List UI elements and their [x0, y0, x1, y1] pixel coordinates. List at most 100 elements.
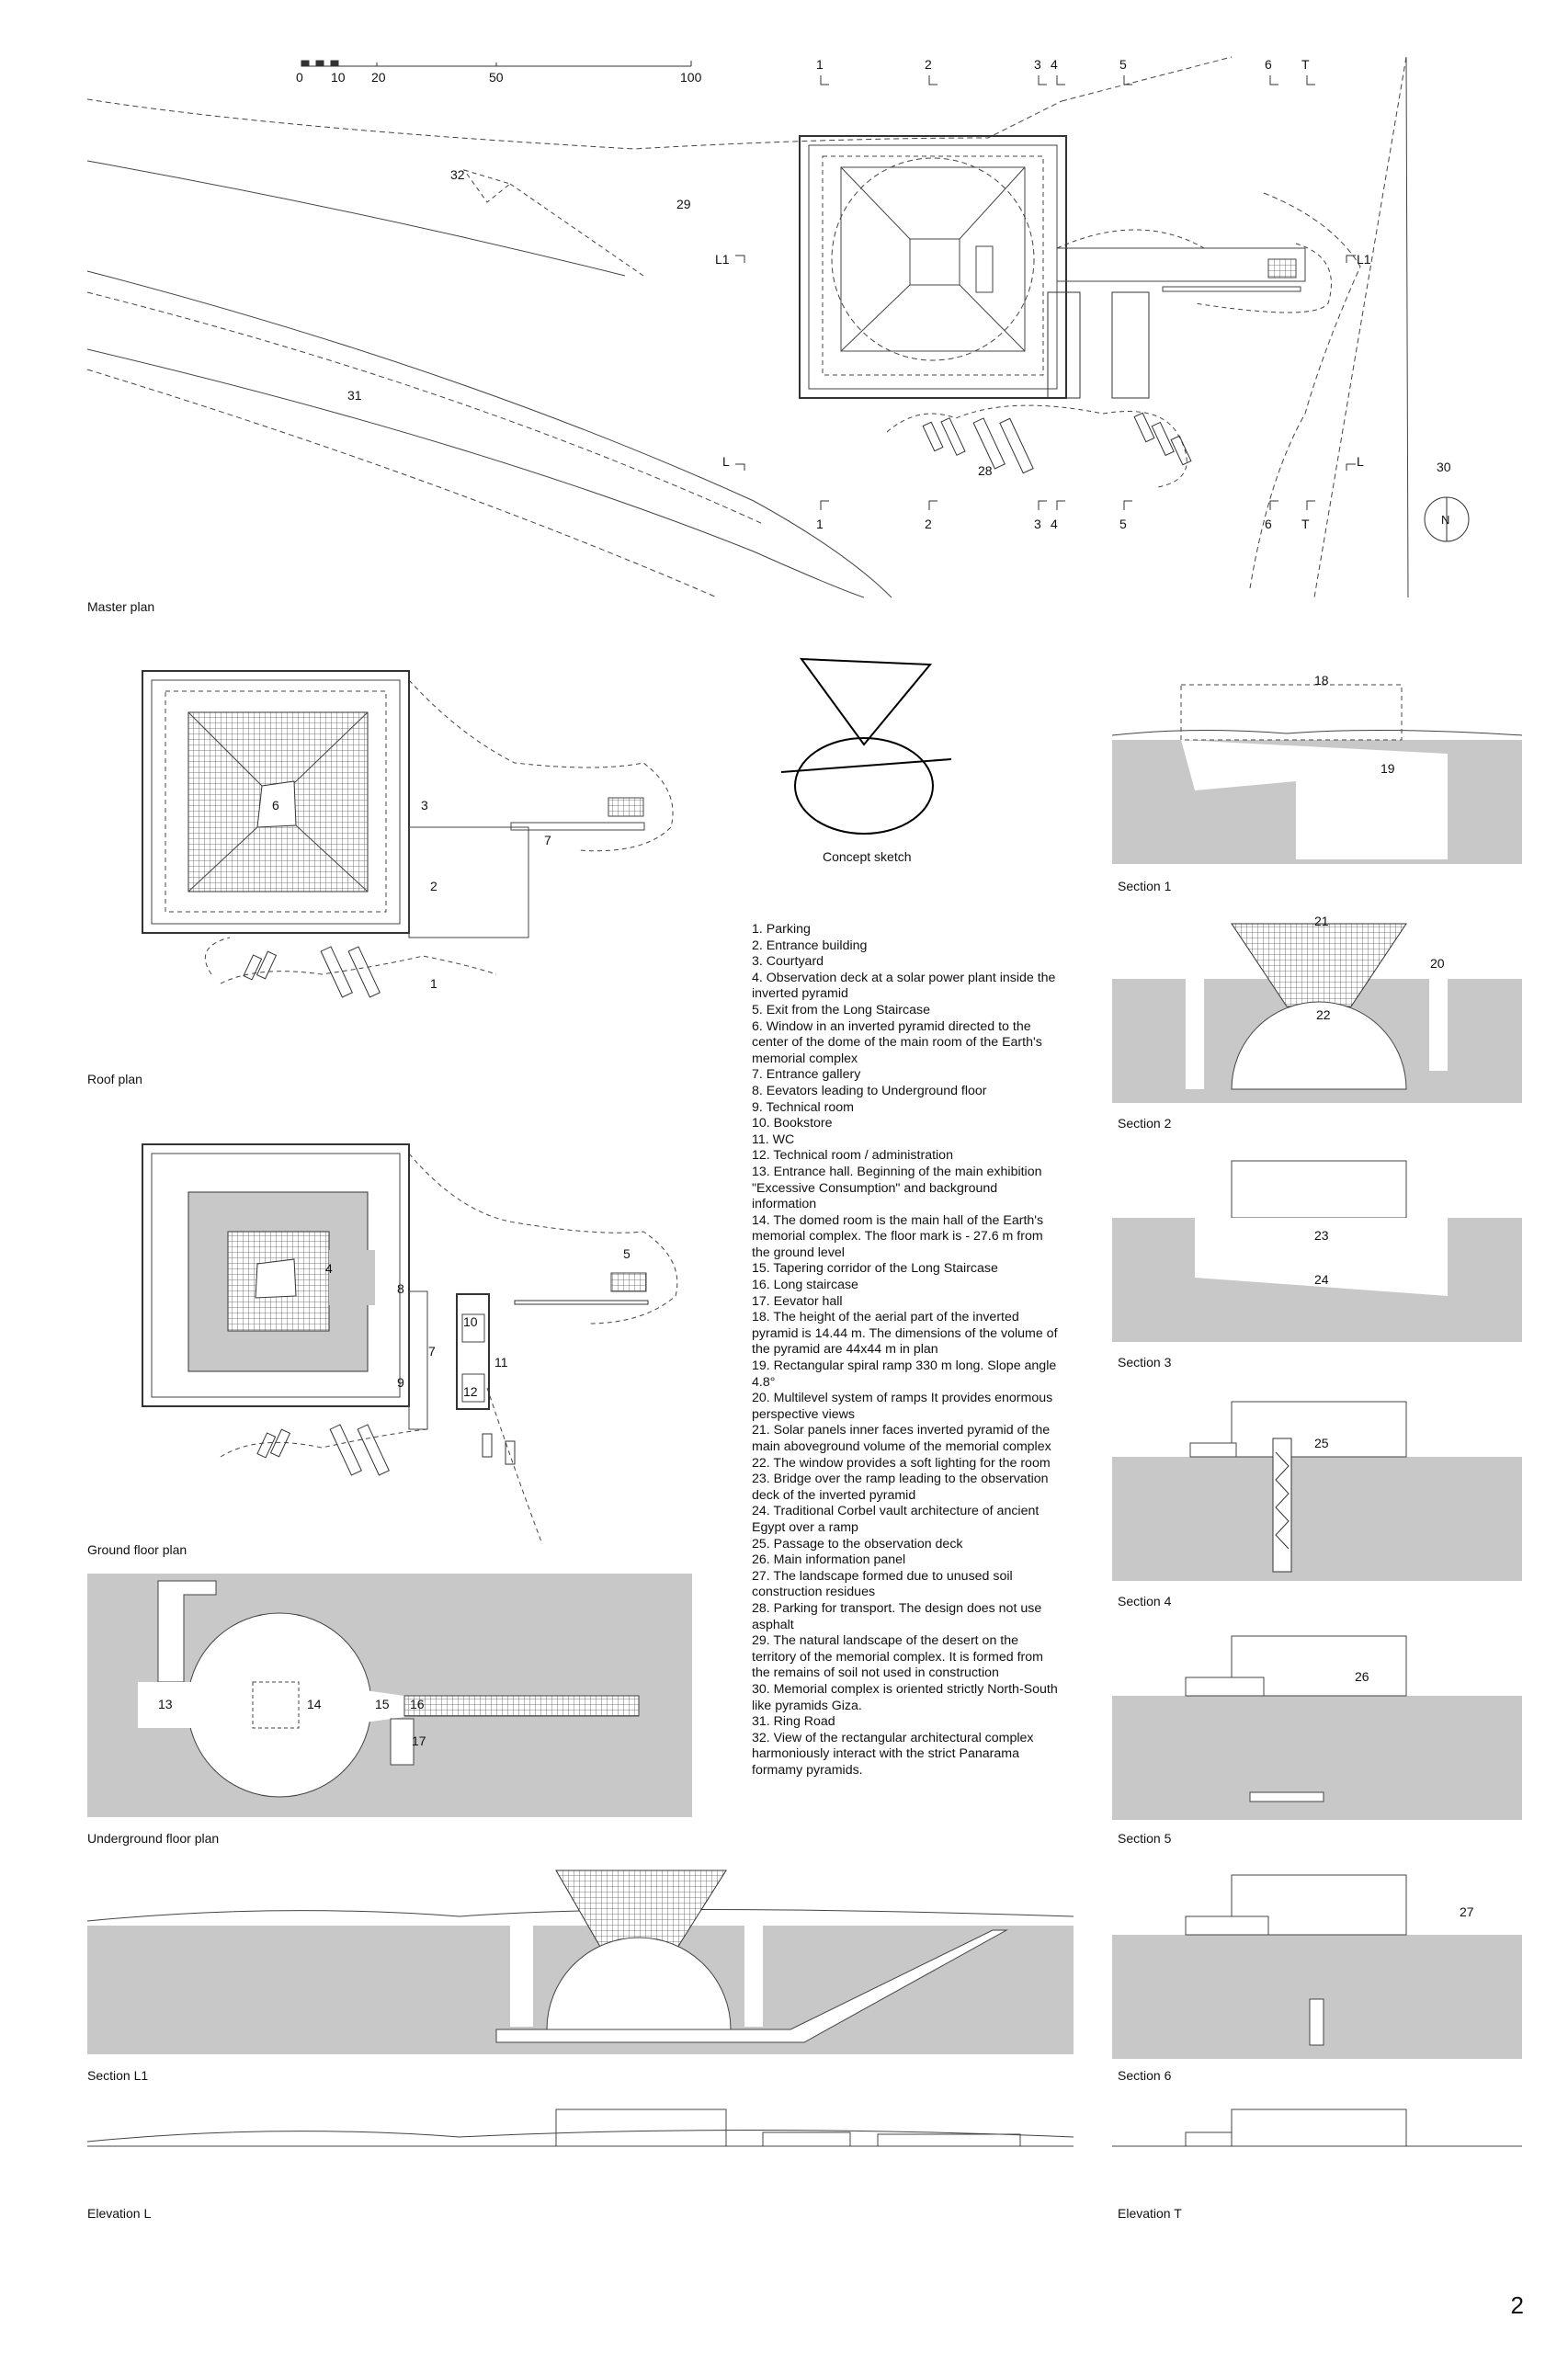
section-mark-2-bottom: 2 [925, 517, 932, 531]
label-24: 24 [1314, 1272, 1329, 1287]
label-12: 12 [463, 1384, 478, 1399]
ground-floor-plan [142, 1143, 678, 1545]
legend-list: 1. Parking 2. Entrance building 3. Court… [752, 922, 1064, 1779]
page-number: 2 [1510, 2291, 1524, 2319]
underground-floor-plan [87, 1574, 692, 1817]
label-10: 10 [463, 1314, 478, 1329]
section-mark-4-bottom: 4 [1051, 517, 1058, 531]
section-mark-3-top: 3 [1034, 57, 1041, 72]
legend-item: 4. Observation deck at a solar power pla… [752, 970, 1056, 1002]
caption-section-2: Section 2 [1118, 1116, 1172, 1131]
legend-item: 3. Courtyard [752, 954, 824, 970]
section-mark-l-right: L [1357, 454, 1364, 469]
section-mark-2-top: 2 [925, 57, 932, 72]
label-11: 11 [494, 1355, 508, 1370]
caption-section-3: Section 3 [1118, 1355, 1172, 1370]
label-8: 8 [397, 1281, 404, 1296]
label-23: 23 [1314, 1228, 1329, 1243]
label-20: 20 [1430, 956, 1445, 971]
section-mark-1-top: 1 [816, 57, 824, 72]
scale-bar [301, 60, 692, 67]
legend-item: 9. Technical room [752, 1099, 854, 1115]
scale-tick-10: 10 [331, 70, 346, 85]
label-32: 32 [450, 167, 465, 182]
legend-item: 20. Multilevel system of ramps It provid… [752, 1391, 1053, 1422]
label-21: 21 [1314, 914, 1329, 928]
section-mark-l1-right: L1 [1357, 252, 1371, 267]
label-19: 19 [1381, 761, 1395, 776]
section-mark-t-top: T [1301, 57, 1310, 72]
legend-item: 11. WC [752, 1131, 795, 1147]
legend-item: 15. Tapering corridor of the Long Stairc… [752, 1261, 998, 1277]
caption-section-4: Section 4 [1118, 1594, 1172, 1608]
legend-item: 27. The landscape formed due to unused s… [752, 1568, 1013, 1600]
caption-section-6: Section 6 [1118, 2068, 1172, 2083]
section-mark-5-top: 5 [1119, 57, 1127, 72]
caption-section-1: Section 1 [1118, 879, 1172, 893]
section-mark-5-bottom: 5 [1119, 517, 1127, 531]
legend-item: 5. Exit from the Long Staircase [752, 1002, 930, 1017]
section-l1 [86, 1870, 1074, 2054]
legend-item: 13. Entrance hall. Beginning of the main… [752, 1164, 1042, 1212]
caption-section-l1: Section L1 [87, 2068, 149, 2083]
caption-master-plan: Master plan [87, 599, 155, 614]
legend-item: 2. Entrance building [752, 938, 868, 953]
legend-item: 26. Main information panel [752, 1552, 906, 1568]
label-25: 25 [1314, 1436, 1329, 1450]
legend-item: 22. The window provides a soft lighting … [752, 1455, 1051, 1471]
caption-roof-plan: Roof plan [87, 1072, 142, 1086]
legend-item: 31. Ring Road [752, 1714, 835, 1730]
label-1: 1 [430, 976, 437, 991]
north-arrow: N [1441, 513, 1450, 527]
legend-item: 32. View of the rectangular architectura… [752, 1730, 1034, 1778]
label-27: 27 [1460, 1904, 1474, 1919]
caption-section-5: Section 5 [1118, 1831, 1172, 1846]
label-4: 4 [325, 1261, 333, 1276]
legend-item: 23. Bridge over the ramp leading to the … [752, 1472, 1049, 1503]
legend-item: 29. The natural landscape of the desert … [752, 1633, 1043, 1681]
label-29: 29 [676, 197, 691, 211]
label-31: 31 [347, 388, 362, 403]
legend-item: 14. The domed room is the main hall of t… [752, 1212, 1044, 1260]
legend-item: 24. Traditional Corbel vault architectur… [752, 1504, 1040, 1535]
section-mark-t-bottom: T [1301, 517, 1310, 531]
legend-item: 19. Rectangular spiral ramp 330 m long. … [752, 1358, 1057, 1390]
legend-item: 1. Parking [752, 922, 811, 937]
scale-tick-100: 100 [680, 70, 702, 85]
scale-tick-0: 0 [296, 70, 303, 85]
scale-tick-20: 20 [371, 70, 386, 85]
legend-item: 17. Eevator hall [752, 1293, 843, 1309]
legend-item: 7. Entrance gallery [752, 1067, 861, 1083]
concept-sketch [780, 657, 952, 835]
roof-plan [142, 670, 674, 998]
label-16: 16 [410, 1697, 425, 1711]
label-9: 9 [397, 1375, 404, 1390]
label-15: 15 [375, 1697, 390, 1711]
label-13: 13 [158, 1697, 173, 1711]
legend-item: 16. Long staircase [752, 1278, 858, 1293]
caption-ground-floor-plan: Ground floor plan [87, 1542, 187, 1557]
label-18: 18 [1314, 673, 1329, 688]
label-30: 30 [1437, 460, 1451, 474]
legend-item: 6. Window in an inverted pyramid directe… [752, 1018, 1042, 1066]
section-mark-l-left: L [722, 454, 730, 469]
sections-column [1111, 684, 1523, 2147]
legend-item: 12. Technical room / administration [752, 1148, 953, 1164]
legend-item: 25. Passage to the observation deck [752, 1536, 963, 1552]
caption-elevation-t: Elevation T [1118, 2206, 1182, 2221]
caption-underground-floor-plan: Underground floor plan [87, 1831, 220, 1846]
caption-concept-sketch: Concept sketch [823, 849, 912, 864]
section-mark-6-top: 6 [1265, 57, 1272, 72]
label-7-roof: 7 [544, 833, 551, 847]
label-17: 17 [412, 1733, 426, 1748]
section-mark-3-bottom: 3 [1034, 517, 1041, 531]
label-6: 6 [272, 798, 279, 813]
label-28: 28 [978, 463, 993, 478]
legend-item: 30. Memorial complex is oriented strictl… [752, 1681, 1058, 1713]
label-22: 22 [1316, 1007, 1331, 1022]
label-26: 26 [1355, 1669, 1369, 1684]
legend-item: 28. Parking for transport. The design do… [752, 1600, 1042, 1632]
section-mark-l1-left: L1 [715, 252, 730, 267]
elevation-l [86, 2109, 1074, 2147]
